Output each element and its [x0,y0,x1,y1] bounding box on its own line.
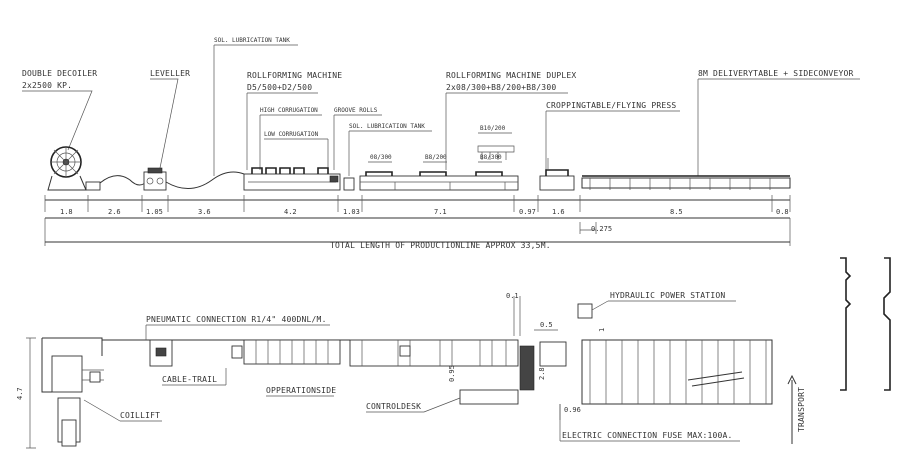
label-operationside: OPPERATIONSIDE [266,386,336,395]
leader-cable-trail [162,368,227,386]
label-sol-lub-tank-top: SOL. LUBRICATION TANK [214,37,290,44]
rollforming-duplex-machine [359,145,519,191]
leader-electric [559,404,740,442]
label-electric: ELECTRIC CONNECTION FUSE MAX:100A. [562,431,733,440]
leader-controldesk [366,397,461,413]
dim-plan-095: 0.95 [448,365,456,382]
label-double-decoiler: DOUBLE DECOILER [22,69,97,78]
leader-rollforming [246,92,318,170]
leader-high-corrugation [259,114,322,170]
plan-view: 4.7 [16,291,806,449]
label-high-corrugation: HIGH CORRUGATION [260,107,318,114]
dim-plan-width-line [26,337,36,449]
plan-controldesk [459,389,519,405]
label-rollforming-machine: ROLLFORMING MACHINE [247,71,342,80]
cropping-table-machine [539,158,575,191]
plan-cable-trail-block [519,345,535,391]
label-decoiler-spec: 2x2500 KP. [22,81,72,90]
profile-right [883,257,891,391]
leader-hydraulic [591,300,736,311]
dim-plan-01: 0.1 [506,292,519,300]
coillift-plan [41,337,104,447]
plan-lub-tank [231,345,243,359]
delivery-table-machine [581,175,791,190]
dim-d1: 1.8 [60,208,73,216]
dim-plan-096: 0.96 [564,406,581,414]
decoiler-machine [47,146,101,191]
label-hydraulic: HYDRAULIC POWER STATION [610,291,725,300]
label-station-b8-300: B8/300 [480,154,502,161]
dim-d9: 1.6 [552,208,565,216]
leader-delivery [697,78,860,176]
label-station-b10: B10/200 [480,125,506,132]
lub-tank-1 [343,177,355,191]
label-rollforming-spec: D5/500+D2/500 [247,83,312,92]
label-station-b8-200: B8/200 [425,154,447,161]
dim-d5: 4.2 [284,208,297,216]
dim-sub: 0.275 [591,225,612,233]
leveller-machine [143,167,167,191]
dim-plan-05: 0.5 [540,321,553,329]
dim-d2: 2.6 [108,208,121,216]
leader-leveller [150,78,179,169]
label-sol-lub-tank-mid: SOL. LUBRICATION TANK [349,123,425,130]
profile-left [840,257,852,391]
label-cropping-table: CROPPINGTABLE/FLYING PRESS [546,101,676,110]
leader-pneumatic [145,324,330,340]
dim-plan-01-lines [513,296,521,336]
label-cable-trail: CABLE-TRAIL [162,375,217,384]
dim-d4: 3.6 [198,208,211,216]
rollforming-machine-1 [243,167,341,191]
plan-cropping [539,303,593,367]
elevation-view: DOUBLE DECOILER 2x2500 KP. LEVELLER SOL.… [22,37,860,250]
profile-sections [840,257,891,391]
leader-duplex [445,92,568,170]
label-rollforming-duplex: ROLLFORMING MACHINE DUPLEX [446,71,576,80]
label-coillift: COILLIFT [120,411,160,420]
dim-d6: 1.03 [343,208,360,216]
strip-loop-1 [99,175,149,186]
dim-plan-width: 4.7 [16,387,24,400]
leader-groove-rolls [333,114,382,170]
label-groove-rolls: GROOVE ROLLS [334,107,378,114]
leader-sol-lub-mid [348,130,432,176]
dim-d7: 7.1 [434,208,447,216]
dim-d8: 0.97 [519,208,536,216]
leader-decoiler [22,90,93,151]
leader-cropping [545,110,680,172]
leader-sol-lub-top [213,44,298,176]
label-controldesk: CONTROLDESK [366,402,421,411]
dim-plan-28: 2.8 [538,367,546,380]
strip-loop-2 [165,171,245,189]
label-station-08-300: 08/300 [370,154,392,161]
plan-delivery-table [581,339,773,405]
label-total-length: TOTAL LENGTH OF PRODUCTIONLINE APPROX 33… [330,241,551,250]
leader-coillift [83,399,162,422]
label-low-corrugation: LOW CORRUGATION [264,131,319,138]
plan-rollforming-1 [243,339,341,365]
label-transport: TRANSPORT [797,387,806,432]
label-leveller: LEVELLER [150,69,190,78]
dim-d11: 0.8 [776,208,789,216]
dimension-chain: 1.8 2.6 1.05 3.6 4.2 1.03 7.1 0.97 1.6 8… [44,195,791,250]
label-delivery-table: 8M DELIVERYTABLE + SIDECONVEYOR [698,69,854,78]
plan-rollforming-duplex [349,339,519,367]
label-pneumatic: PNEUMATIC CONNECTION R1/4" 400DNL/M. [146,315,327,324]
dim-d10: 8.5 [670,208,683,216]
label-duplex-spec: 2x08/300+B8/200+B8/300 [446,83,556,92]
leader-low-corrugation [264,138,329,170]
transport-arrow [787,374,797,444]
plan-leveller [149,339,173,367]
dim-d3: 1.05 [146,208,163,216]
dim-plan-1: 1 [598,328,606,332]
